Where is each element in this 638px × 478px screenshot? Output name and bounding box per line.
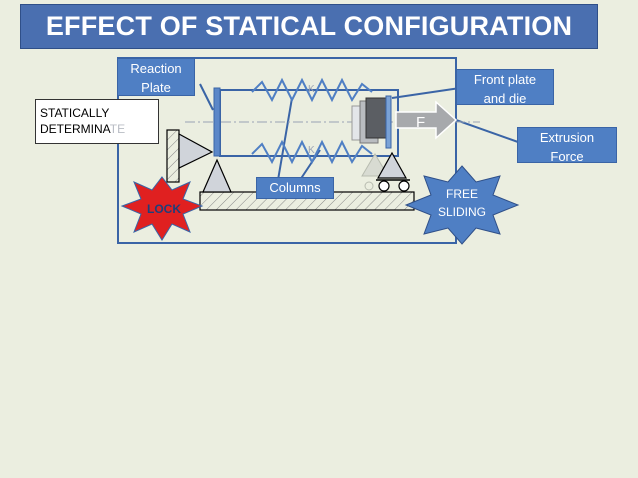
lock-clamp — [178, 132, 214, 169]
die-block — [365, 97, 389, 139]
reaction-plate-leader — [199, 83, 214, 111]
reaction-plate — [213, 87, 221, 157]
lock-label: LOCK — [147, 202, 181, 216]
front-plate-edge — [385, 95, 392, 149]
lock-wall — [166, 129, 180, 183]
spring-top-label: K — [308, 84, 315, 95]
fixed-support-triangle — [202, 158, 232, 193]
roller-wheel-ghost — [364, 181, 374, 191]
statically-line2-faded: TE — [109, 122, 126, 136]
front-plate-label: Front plate and die — [473, 72, 537, 106]
statically-line2-main: DETERMINA — [40, 122, 110, 136]
spring-top — [251, 77, 373, 103]
statically-determinate-label: STATICALLY DETERMINATE — [35, 99, 159, 144]
extrusion-force-callout: Extrusion Force — [517, 127, 617, 164]
spring-bottom-label: K — [308, 145, 315, 156]
force-label: F — [416, 114, 425, 131]
extrusion-force-label: Extrusion Force — [539, 130, 595, 164]
roller-wheel-1 — [378, 180, 390, 192]
columns-label: Columns — [269, 180, 321, 195]
front-plate-callout: Front plate and die — [456, 69, 554, 106]
reaction-plate-callout: Reaction Plate — [117, 58, 195, 96]
front-plate-leader — [391, 87, 461, 99]
roller-support-triangle — [376, 151, 408, 179]
lock-starburst — [120, 176, 204, 241]
free-sliding-label-line2: SLIDING — [438, 205, 486, 219]
free-sliding-label-line1: FREE — [446, 187, 478, 201]
columns-callout: Columns — [256, 177, 334, 199]
force-arrow — [395, 100, 458, 140]
reaction-plate-label: Reaction Plate — [130, 61, 182, 95]
extrusion-force-leader — [455, 119, 519, 143]
statically-line1: STATICALLY — [40, 106, 110, 120]
diagram-frame — [117, 57, 457, 244]
columns-leader-1 — [277, 97, 293, 181]
slide-title: EFFECT OF STATICAL CONFIGURATION — [20, 4, 598, 49]
statically-line2: DETERMINATE — [40, 121, 154, 137]
roller-support-ghost — [361, 153, 389, 177]
free-sliding-starburst — [404, 165, 520, 245]
roller-wheel-2 — [398, 180, 410, 192]
spring-bottom — [251, 139, 373, 165]
